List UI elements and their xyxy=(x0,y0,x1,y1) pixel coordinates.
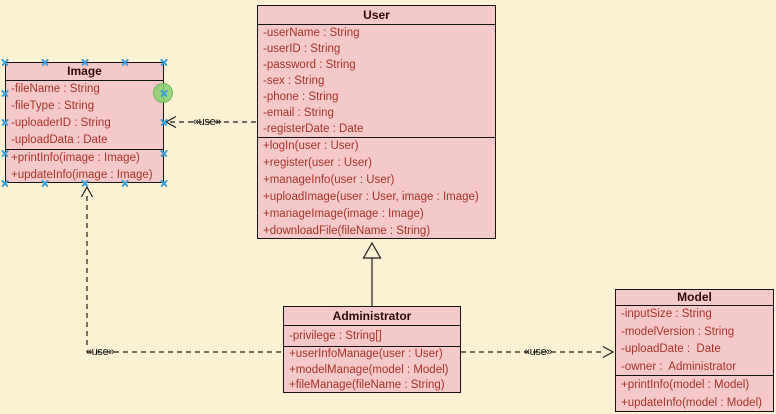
method-row: +printInfo(image : Image) xyxy=(11,152,140,164)
method-row: +updateInfo(image : Image) xyxy=(11,168,153,181)
selection-handle[interactable] xyxy=(160,89,169,98)
class-user[interactable]: User -userName : String-userID : String-… xyxy=(257,5,496,239)
attribute-row: -owner : Administrator xyxy=(621,360,737,373)
selection-handle[interactable] xyxy=(1,89,10,98)
selection-handle[interactable] xyxy=(160,118,169,127)
class-administrator-attributes-section: -privilege : String[] xyxy=(284,326,460,347)
method-row: +manageImage(image : Image) xyxy=(263,208,424,220)
method-row: +modelManage(model : Model) xyxy=(289,363,449,376)
selection-handle[interactable] xyxy=(81,179,90,188)
method-row: +downloadFile(fileName : String) xyxy=(263,225,431,237)
selection-handle[interactable] xyxy=(1,179,10,188)
attribute-row: -userName : String xyxy=(263,27,360,39)
attribute-row: -phone : String xyxy=(263,91,339,103)
class-user-methods-section: +logIn(user : User) +register(user : User… xyxy=(258,138,495,240)
class-user-attributes-section: -userName : String -userID : String -passw… xyxy=(258,25,495,138)
selection-handle[interactable] xyxy=(41,58,50,67)
selection-handle[interactable] xyxy=(121,179,130,188)
class-model[interactable]: Model -inputSize : String -modelVersion :… xyxy=(615,289,774,412)
class-image-attributes-section: -fileName : String -fileType : String -upl… xyxy=(6,81,163,150)
method-row: +logIn(user : User) xyxy=(263,140,359,152)
use-stereotype-label-admin-model[interactable]: «use» xyxy=(523,346,553,358)
class-image-methods-section: +printInfo(image : Image) +updateInfo(ima… xyxy=(6,150,163,183)
selection-handle[interactable] xyxy=(160,58,169,67)
method-row: +register(user : User) xyxy=(263,157,372,169)
dependency-admin-image-connector[interactable] xyxy=(80,185,284,353)
selection-handle[interactable] xyxy=(41,179,50,188)
attribute-row: -password : String xyxy=(263,59,356,71)
selection-handle[interactable] xyxy=(1,149,10,158)
selection-handle[interactable] xyxy=(160,149,169,158)
method-row: +printInfo(model : Model) xyxy=(621,379,750,391)
class-administrator-methods-section: +userInfoManage(user : User) +modelManage… xyxy=(284,347,460,394)
attribute-row: -modelVersion : String xyxy=(621,325,735,338)
class-image[interactable]: Image -fileName : String -fileType : Stri… xyxy=(5,62,164,183)
dependency-admin-model-connector[interactable] xyxy=(461,345,615,359)
method-row: +updateInfo(model : Model) xyxy=(621,397,762,409)
attribute-row: -sex : String xyxy=(263,75,325,87)
attribute-row: -uploaderID : String xyxy=(11,117,111,129)
class-model-methods-section: +printInfo(model : Model) +updateInfo(mod… xyxy=(616,376,773,413)
attribute-row: -userID : String xyxy=(263,43,341,55)
method-row: +manageInfo(user : User) xyxy=(263,174,395,186)
selection-handle[interactable] xyxy=(81,58,90,67)
class-administrator[interactable]: Administrator -privilege : String[] +use… xyxy=(283,306,461,393)
attribute-row: -uploadDate : Date xyxy=(621,343,721,355)
attribute-row: -uploadData : Date xyxy=(11,134,108,146)
generalization-admin-user-connector[interactable] xyxy=(362,241,382,306)
attribute-row: -fileType : String xyxy=(11,100,95,112)
class-user-title: User xyxy=(258,6,495,25)
method-row: +userInfoManage(user : User) xyxy=(289,348,443,360)
use-stereotype-label-admin-image[interactable]: «use» xyxy=(85,346,115,358)
use-stereotype-label-user-image[interactable]: «use» xyxy=(192,116,222,128)
selection-handle[interactable] xyxy=(121,58,130,67)
class-administrator-title: Administrator xyxy=(284,307,460,326)
selection-handle[interactable] xyxy=(1,58,10,67)
class-image-title: Image xyxy=(6,63,163,81)
class-model-attributes-section: -inputSize : String -modelVersion : Strin… xyxy=(616,306,773,376)
method-row: +uploadImage(user : User, image : Image) xyxy=(263,191,479,203)
method-row: +fileManage(fileName : String) xyxy=(289,379,445,391)
selection-handle[interactable] xyxy=(1,118,10,127)
attribute-row: -privilege : String[] xyxy=(289,330,382,342)
class-model-title: Model xyxy=(616,290,773,306)
attribute-row: -registerDate : Date xyxy=(263,123,364,135)
attribute-row: -inputSize : String xyxy=(621,308,712,320)
attribute-row: -email : String xyxy=(263,107,334,119)
attribute-row: -fileName : String xyxy=(11,83,100,95)
selection-handle[interactable] xyxy=(160,179,169,188)
